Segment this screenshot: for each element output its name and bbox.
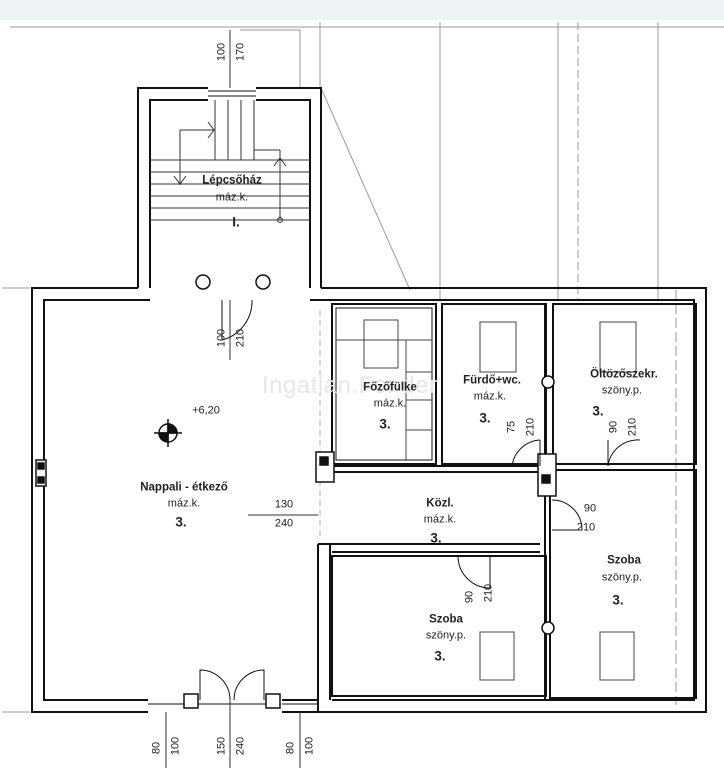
stair-treads <box>150 100 310 223</box>
dim-opening-130: 130 <box>274 498 294 511</box>
room-kitchen-name: Főzőfülke <box>363 381 417 394</box>
room-right-floor: szöny.p. <box>601 571 643 584</box>
dim-top-100: 100 <box>215 42 228 62</box>
room-stair-level: I. <box>232 214 240 230</box>
dim-bath-75: 75 <box>505 420 518 434</box>
room-bath-level: 3. <box>479 410 491 426</box>
room-right-level: 3. <box>612 592 624 608</box>
room-bath-name: Fürdő+wc. <box>463 374 521 387</box>
room-bottom-floor: szöny.p. <box>425 629 467 642</box>
room-kitchen-level: 3. <box>379 416 391 432</box>
room-stair-floor: máz.k. <box>215 191 249 204</box>
elevation-label: +6,20 <box>192 404 220 417</box>
scan-top-strip <box>0 0 724 20</box>
room-bottom-level: 3. <box>434 648 446 664</box>
room-dressing-name: Öltözőszekr. <box>590 368 658 381</box>
dimension-lines <box>165 30 318 768</box>
dim-b3-100: 100 <box>303 736 316 756</box>
room-dressing-level: 3. <box>592 403 604 419</box>
stair-window <box>208 90 256 97</box>
dim-stair-door-100: 100 <box>215 328 228 348</box>
room-corridor-floor: máz.k. <box>423 513 457 526</box>
living-south-openings <box>148 669 318 709</box>
dim-dress-210: 210 <box>626 417 639 437</box>
room-bath-floor: máz.k. <box>473 390 507 403</box>
elevation-marker <box>154 419 182 447</box>
room-living-floor: máz.k. <box>167 497 201 510</box>
dim-b1-100: 100 <box>169 736 182 756</box>
dim-dress-90: 90 <box>607 420 620 434</box>
guide-lines <box>2 22 724 713</box>
dim-b1-80: 80 <box>150 741 163 755</box>
dim-opening-240: 240 <box>274 517 294 530</box>
dim-stair-door-210: 210 <box>234 328 247 348</box>
room-stair-name: Lépcsőház <box>202 174 262 187</box>
dim-b2-240: 240 <box>234 736 247 756</box>
kitchen-counter <box>336 319 432 460</box>
dim-right-210: 210 <box>576 521 596 534</box>
outer-walls <box>31 87 707 713</box>
dim-bottom-door-90: 90 <box>463 590 476 604</box>
room-living-level: 3. <box>175 514 187 530</box>
room-kitchen-floor: máz.k. <box>373 397 407 410</box>
living-west-window <box>35 459 47 487</box>
furniture <box>479 321 637 681</box>
dim-right-90: 90 <box>583 502 597 515</box>
room-living-name: Nappali - étkező <box>140 481 228 494</box>
door-swings <box>457 439 641 589</box>
dim-b2-150: 150 <box>215 736 228 756</box>
room-right-name: Szoba <box>607 554 641 567</box>
watermark: Ingatlan.Fender <box>262 372 438 399</box>
room-corridor-name: Közl. <box>426 497 454 510</box>
dim-b3-80: 80 <box>284 741 297 755</box>
dim-top-170: 170 <box>234 42 247 62</box>
room-corridor-level: 3. <box>430 530 442 546</box>
stair-door <box>195 274 271 341</box>
dim-bath-210: 210 <box>524 417 537 437</box>
dim-bottom-door-210: 210 <box>482 583 495 603</box>
room-bottom-name: Szoba <box>429 613 463 626</box>
interior-walls <box>317 303 697 712</box>
room-dressing-floor: szöny.p. <box>601 384 643 397</box>
columns <box>315 375 557 635</box>
